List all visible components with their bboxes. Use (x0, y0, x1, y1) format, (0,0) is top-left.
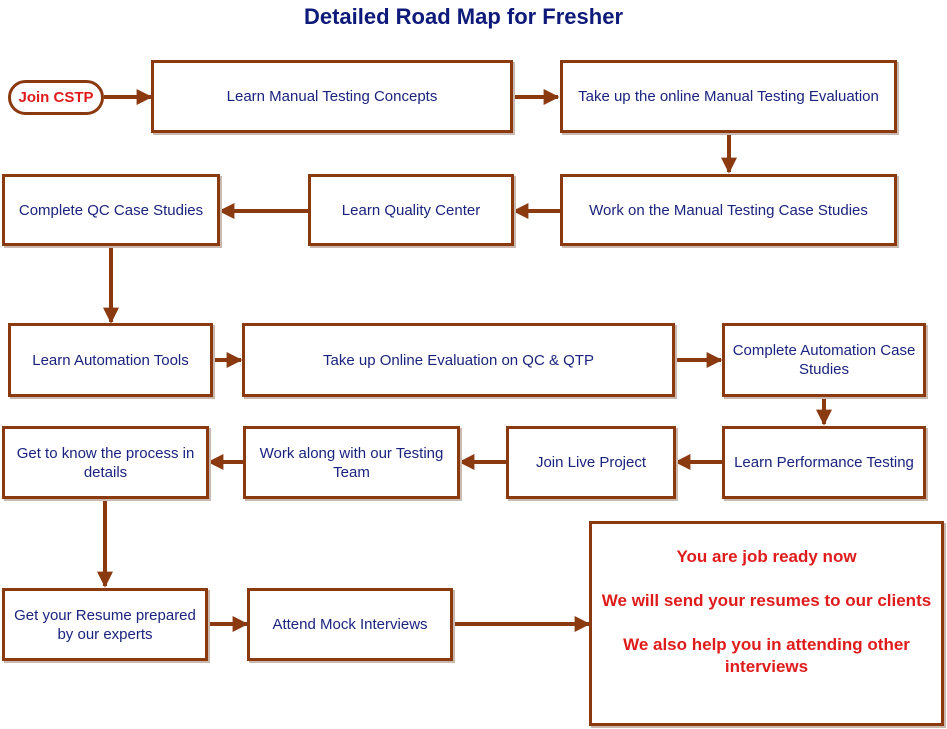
step-live-project: Join Live Project (506, 426, 676, 499)
step-online-qc-qtp-eval: Take up Online Evaluation on QC & QTP (242, 323, 675, 397)
start-node: Join CSTP (8, 80, 104, 115)
step-mock-interviews: Attend Mock Interviews (247, 588, 453, 661)
step-resume: Get your Resume prepared by our experts (2, 588, 208, 661)
final-line-send-resumes: We will send your resumes to our clients (601, 591, 932, 610)
step-learn-qc: Learn Quality Center (308, 174, 514, 246)
step-learn-manual: Learn Manual Testing Concepts (151, 60, 513, 133)
final-line-help-interviews: We also help you in attending other inte… (623, 635, 910, 676)
final-line-job-ready: You are job ready now (676, 547, 857, 566)
step-automation-case-studies: Complete Automation Case Studies (722, 323, 926, 397)
step-manual-case-studies: Work on the Manual Testing Case Studies (560, 174, 897, 246)
step-testing-team: Work along with our Testing Team (243, 426, 460, 499)
step-learn-automation: Learn Automation Tools (8, 323, 213, 397)
step-qc-case-studies: Complete QC Case Studies (2, 174, 220, 246)
step-online-manual-eval: Take up the online Manual Testing Evalua… (560, 60, 897, 133)
step-learn-performance: Learn Performance Testing (722, 426, 926, 499)
diagram-title: Detailed Road Map for Fresher (303, 4, 624, 29)
step-process-details: Get to know the process in details (2, 426, 209, 499)
final-outcome-box: You are job ready now We will send your … (589, 521, 944, 726)
start-label: Join CSTP (18, 89, 94, 106)
